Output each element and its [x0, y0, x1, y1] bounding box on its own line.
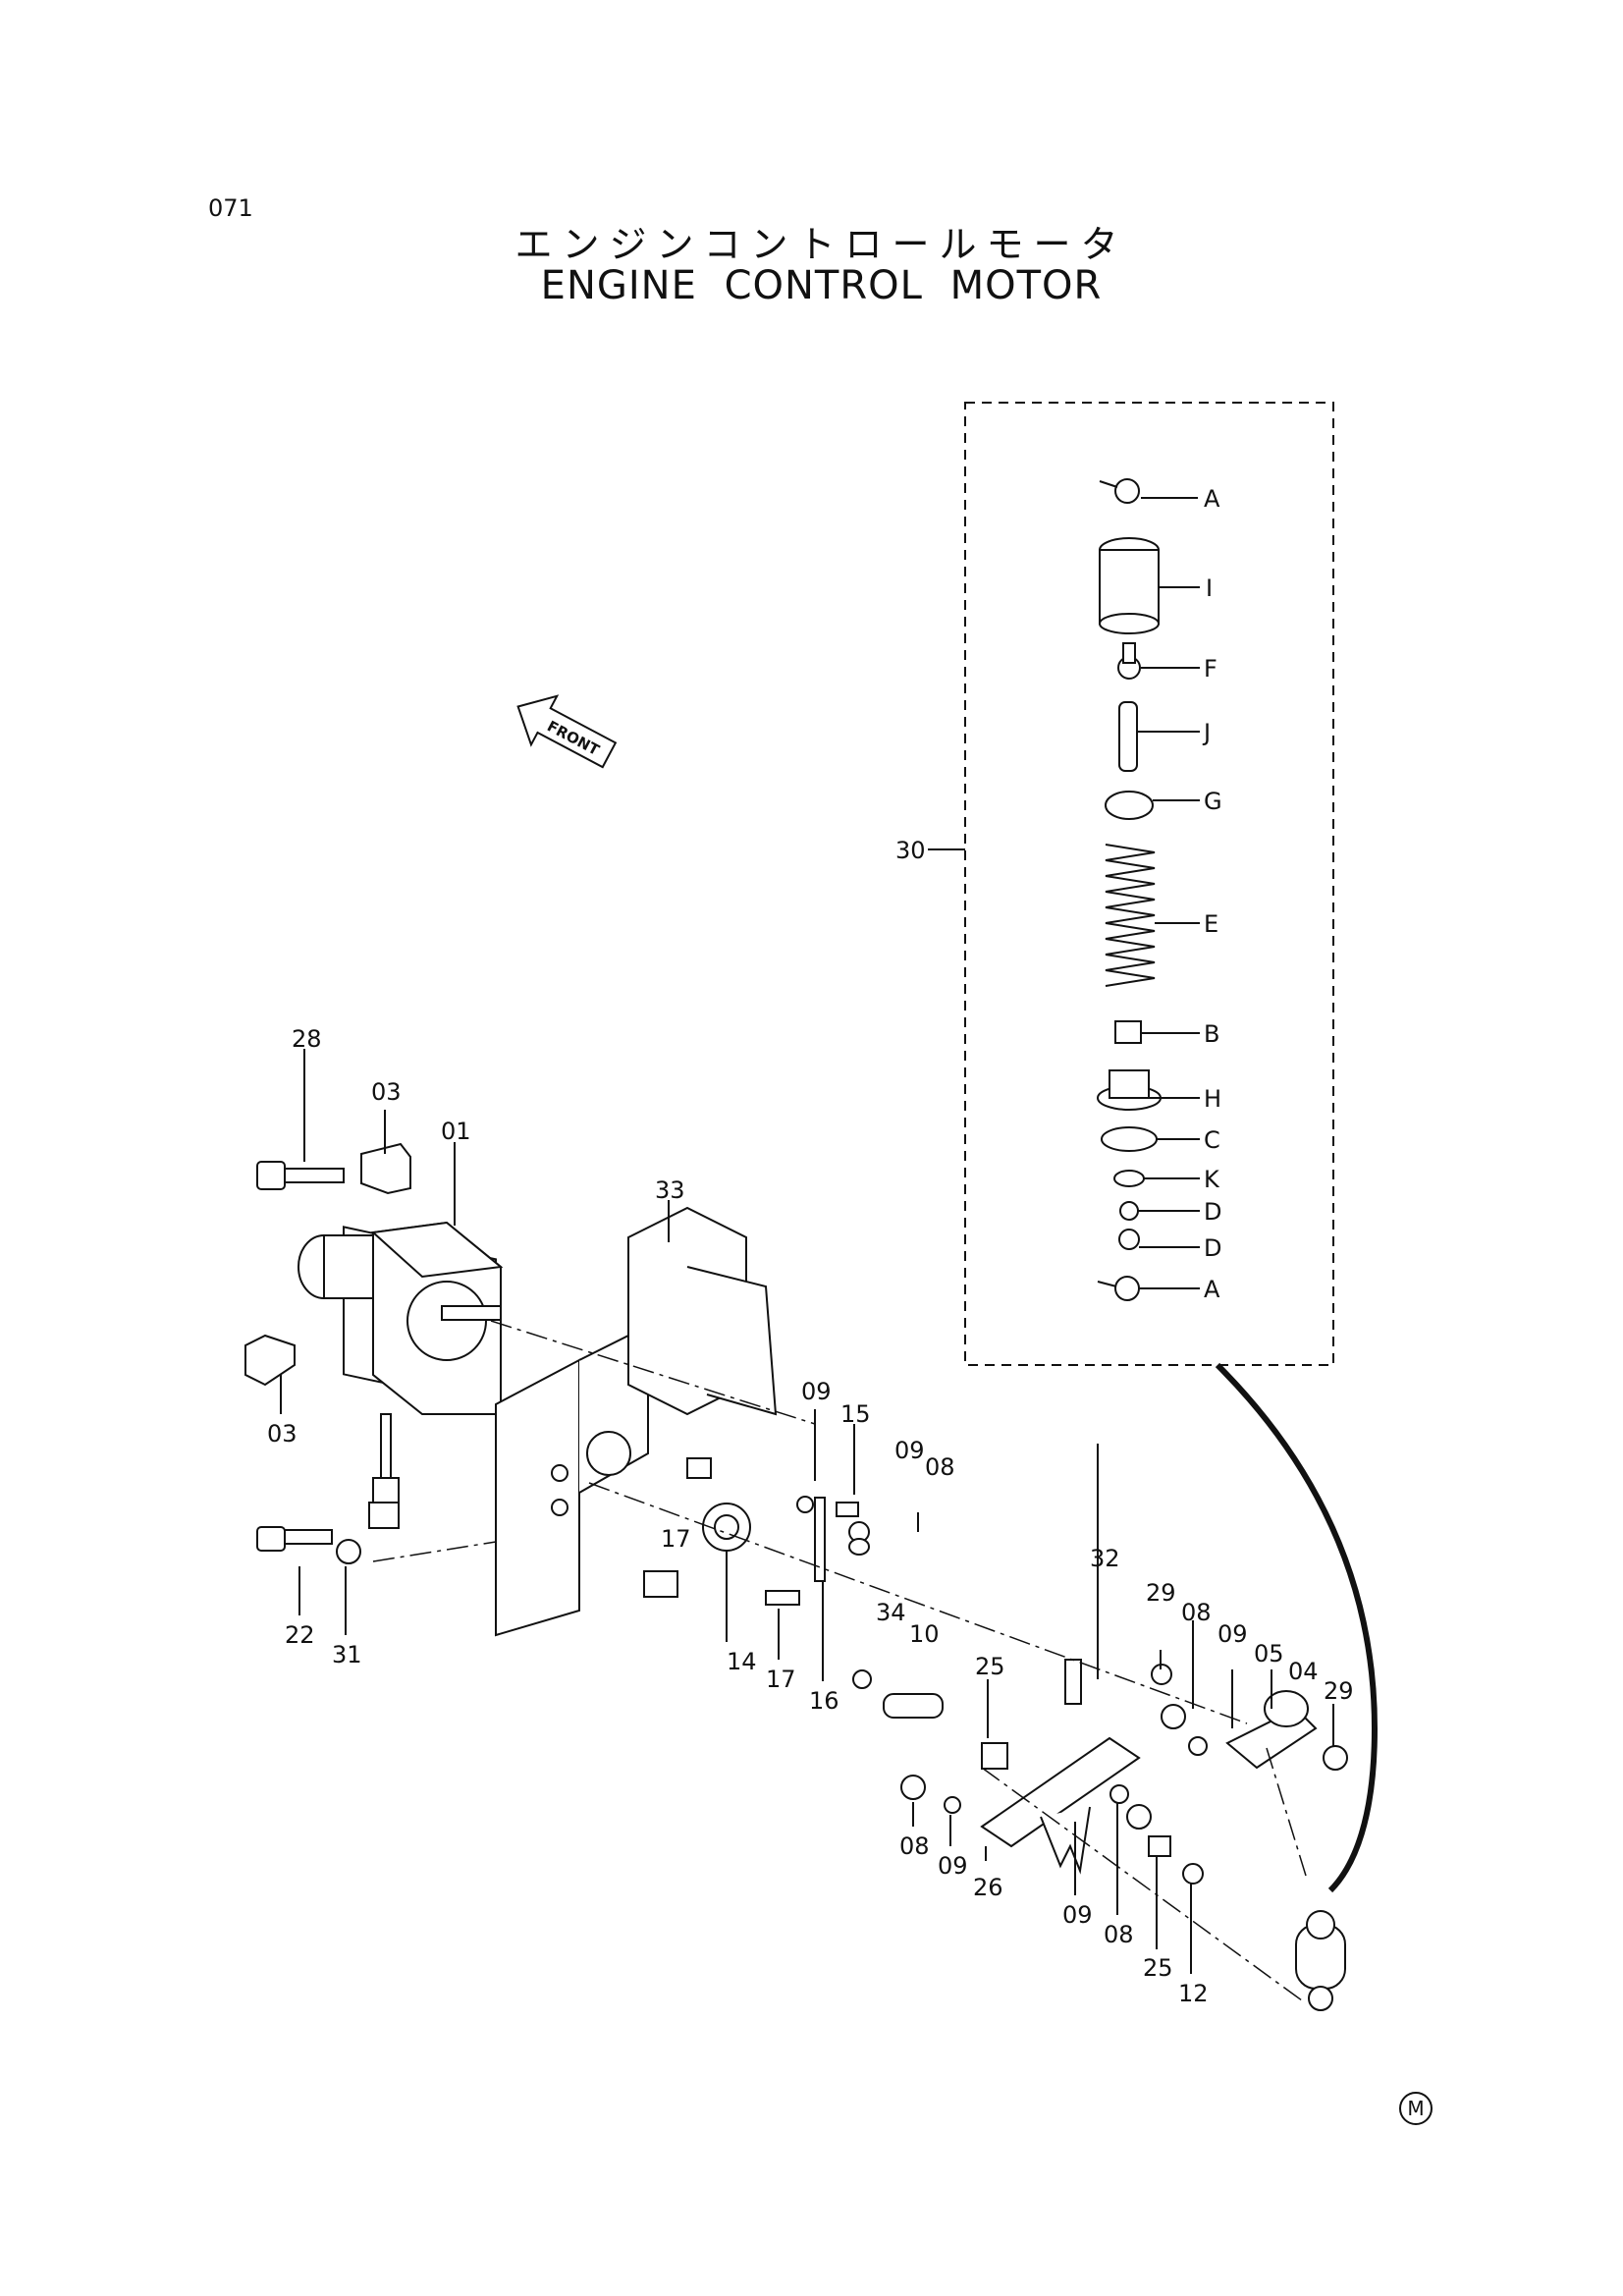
- part-label: 09: [1062, 1901, 1093, 1929]
- part-label: 09: [1217, 1620, 1248, 1648]
- part-label: 03: [371, 1078, 402, 1106]
- kit-part-label: F: [1204, 655, 1217, 683]
- part-label: 05: [1254, 1640, 1284, 1667]
- kit-part-label: H: [1204, 1085, 1221, 1113]
- part-label: 01: [441, 1118, 471, 1145]
- part-leaders: [280, 1049, 1334, 1974]
- cable: [1215, 1362, 1379, 1893]
- kit-leaders: [1137, 497, 1200, 1289]
- kit-part-label: E: [1204, 910, 1218, 938]
- corner-mark: M: [1399, 2092, 1433, 2125]
- kit-part-label: B: [1204, 1020, 1219, 1048]
- part-label: 09: [801, 1378, 832, 1405]
- part-label: 08: [1104, 1921, 1134, 1948]
- title-japanese: エンジンコントロールモータ: [514, 223, 1128, 266]
- kit-part-label: C: [1204, 1126, 1220, 1154]
- kit-part-label: K: [1204, 1166, 1220, 1193]
- part-label: 34: [876, 1599, 906, 1626]
- part-label: 17: [661, 1525, 691, 1553]
- part-label: 12: [1178, 1980, 1209, 2007]
- part-label: 33: [655, 1176, 685, 1204]
- centre-lines: [372, 1320, 1307, 2004]
- part-label: 28: [292, 1025, 322, 1053]
- part-label: 29: [1324, 1677, 1354, 1705]
- part-label: 32: [1090, 1545, 1120, 1572]
- part-label: 09: [938, 1852, 968, 1880]
- part-label: 09: [894, 1437, 925, 1464]
- part-label: 25: [975, 1653, 1005, 1680]
- bolt-and-brackets: [244, 1142, 411, 1564]
- kit-part-label: D: [1204, 1234, 1221, 1262]
- front-arrow: FRONT: [516, 694, 618, 769]
- linkage-parts: [643, 1457, 1348, 2011]
- part-label: 15: [840, 1400, 871, 1428]
- kit-part-label: J: [1202, 719, 1211, 746]
- kit-part-label: D: [1204, 1198, 1221, 1226]
- kit-box: [964, 402, 1334, 1366]
- part-label: 22: [285, 1621, 315, 1649]
- kit-part-label: A: [1204, 485, 1220, 513]
- mounting-plates: [495, 1206, 778, 1637]
- kit-parts: [1097, 478, 1162, 1301]
- spring: [1105, 844, 1156, 987]
- kit-label: 30: [895, 837, 926, 864]
- part-label: 08: [899, 1832, 930, 1860]
- part-label: 04: [1288, 1658, 1319, 1685]
- part-label: 08: [925, 1453, 955, 1481]
- kit-part-label: A: [1204, 1276, 1220, 1303]
- title-english: ENGINE CONTROL MOTOR: [540, 263, 1103, 308]
- part-label: 14: [727, 1648, 757, 1675]
- part-label: 16: [809, 1687, 839, 1715]
- kit-part-label: G: [1204, 788, 1222, 815]
- part-label: 31: [332, 1641, 362, 1668]
- part-label: 10: [909, 1620, 940, 1648]
- page-number: 071: [208, 194, 253, 222]
- motor-assembly: [298, 1221, 504, 1529]
- kit-part-label: I: [1206, 574, 1213, 602]
- part-label: 25: [1143, 1954, 1173, 1982]
- part-label: 29: [1146, 1579, 1176, 1607]
- part-label: 17: [766, 1666, 796, 1693]
- part-label: 03: [267, 1420, 298, 1448]
- part-label: 08: [1181, 1599, 1212, 1626]
- part-label: 26: [973, 1874, 1003, 1901]
